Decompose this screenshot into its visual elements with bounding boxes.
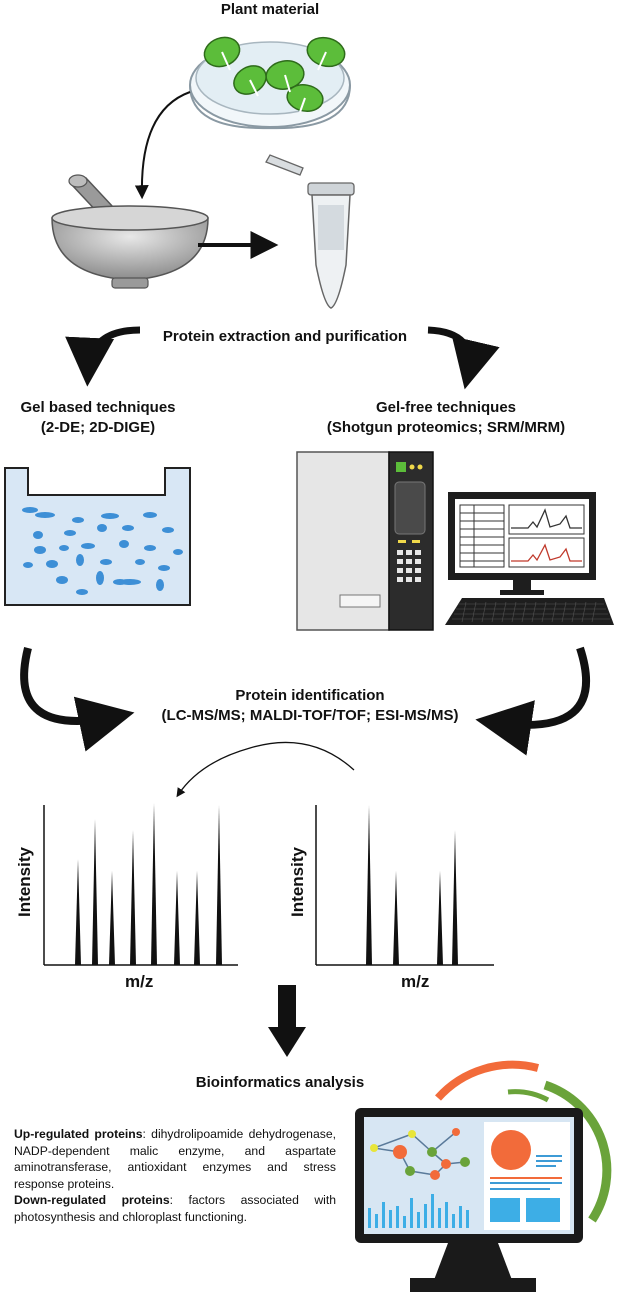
- extraction-label: Protein extraction and purification: [162, 328, 408, 345]
- identification-left-arrow: [20, 647, 135, 752]
- computer-icon: [445, 492, 614, 625]
- identification-right-arrow: [475, 646, 591, 756]
- up-regulated-paragraph: Up-regulated proteins: dihydrolipoamide …: [14, 1126, 336, 1192]
- findings-text: Up-regulated proteins: dihydrolipoamide …: [14, 1126, 336, 1225]
- identification-title: Protein identification: [235, 687, 385, 704]
- spectrum-right-ylabel: Intensity: [288, 847, 307, 917]
- up-regulated-label: Up-regulated proteins: [14, 1127, 143, 1141]
- spectrum-right-peak-3: [437, 871, 443, 965]
- petri-dish-icon: [189, 36, 351, 130]
- spectrum-left-peak-4: [130, 830, 136, 965]
- gel-based-label: Gel based techniques (2-DE; 2D-DIGE): [0, 398, 196, 438]
- mass-spectrometer-icon: [296, 451, 434, 631]
- mortar-pestle-icon: [51, 174, 209, 289]
- down-regulated-paragraph: Down-regulated proteins: factors associa…: [14, 1192, 336, 1225]
- plant-material-label: Plant material: [220, 1, 320, 18]
- spectrum-left-peak-7: [194, 871, 200, 965]
- gel-free-label: Gel-free techniques (Shotgun proteomics;…: [296, 398, 596, 438]
- gel-based-subtitle: (2-DE; 2D-DIGE): [40, 419, 156, 436]
- spectrum-left-peak-3: [109, 871, 115, 965]
- analytics-monitor-icon: [355, 1060, 612, 1292]
- spectrum-left-xlabel: m/z: [125, 972, 154, 991]
- spectrum-left-peak-2: [92, 819, 98, 965]
- identification-subtitle: (LC-MS/MS; MALDI-TOF/TOF; ESI-MS/MS): [161, 707, 459, 724]
- spectrum-left-peak-6: [174, 871, 180, 965]
- spectrum-right-xlabel: m/z: [401, 972, 430, 991]
- spectrum-left-ylabel: Intensity: [15, 847, 34, 917]
- gel-free-title: Gel-free techniques: [375, 399, 517, 416]
- extraction-right-arrow: [427, 326, 500, 390]
- spectrum-left: [43, 803, 238, 966]
- spectrum-left-peak-1: [75, 859, 81, 965]
- dish-to-mortar-arrow: [134, 91, 191, 200]
- spectrum-right: [315, 805, 494, 966]
- spectra-link-arrow: [176, 741, 355, 798]
- gel-based-title: Gel based techniques: [20, 399, 176, 416]
- spectrum-right-peak-1: [366, 805, 372, 965]
- gel-free-subtitle: (Shotgun proteomics; SRM/MRM): [326, 419, 566, 436]
- extraction-left-arrow: [65, 326, 141, 387]
- spectrum-right-peak-2: [393, 871, 399, 965]
- spectrum-left-peak-5: [151, 803, 157, 965]
- tube-icon: [265, 154, 355, 309]
- up-regulated-text: : dihydrolipoamide dehydrogenase, NADP-d…: [14, 1127, 336, 1191]
- spectrum-left-peak-8: [216, 805, 222, 965]
- down-regulated-text: : factors associated with photosynthesis…: [14, 1193, 336, 1224]
- gel-tank-icon: [4, 467, 191, 606]
- spectrum-right-peak-4: [452, 830, 458, 965]
- down-arrow: [268, 985, 306, 1057]
- bioinformatics-label: Bioinformatics analysis: [195, 1074, 365, 1091]
- identification-label: Protein identification (LC-MS/MS; MALDI-…: [110, 686, 510, 726]
- down-regulated-label: Down-regulated proteins: [14, 1193, 170, 1207]
